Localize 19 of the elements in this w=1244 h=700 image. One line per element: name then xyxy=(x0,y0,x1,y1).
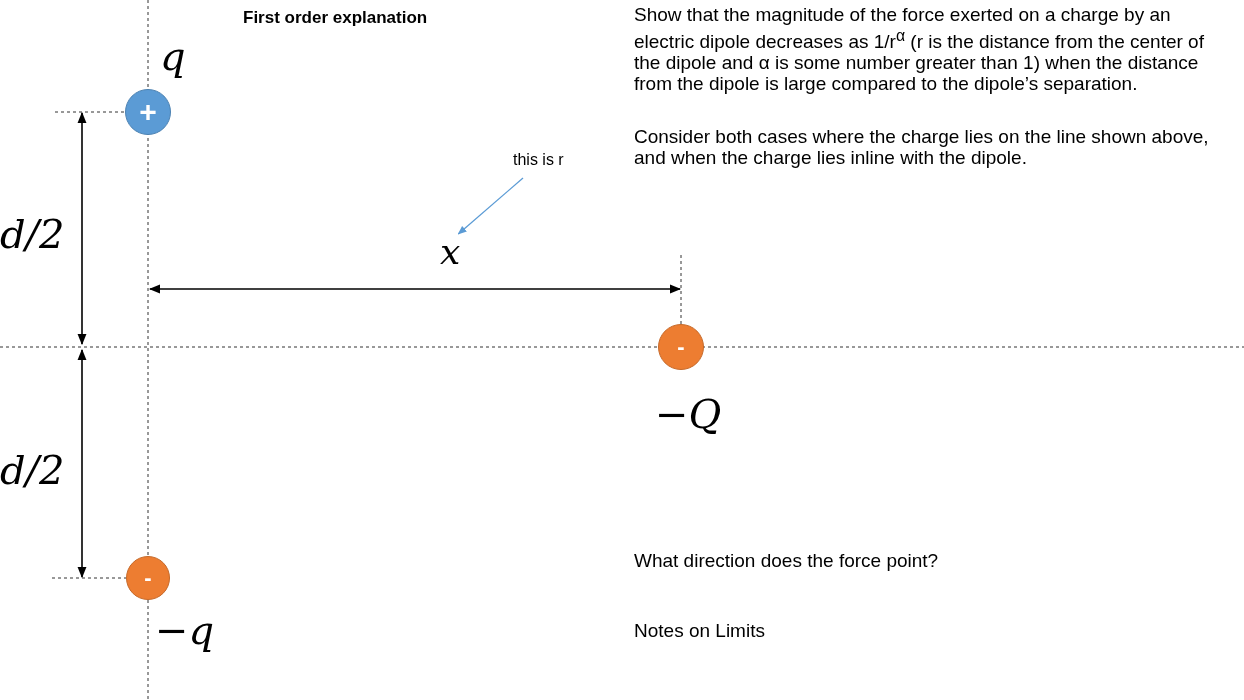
dimension-label: d/2 xyxy=(0,448,65,492)
question-text: Show that the magnitude of the force exerted on a charge by an electric dipole decreases as 1/r$^{α}$ (r is the distance from the center of the dipole and α is some number greater than 1) when the distance from the dipole is large compared to the dipole’s separation. xyxy=(634,4,1205,95)
charge-sign: + xyxy=(139,97,157,127)
title: First order explanation xyxy=(243,8,428,28)
note-text: Notes on Limits xyxy=(634,620,765,641)
leader-line xyxy=(457,177,524,235)
charge-label: −q xyxy=(155,608,215,652)
charge-circle xyxy=(658,324,704,370)
charge-circle xyxy=(125,89,171,135)
dimension-label: d/2 xyxy=(0,212,65,256)
charge-label: q xyxy=(160,34,186,78)
charge-sign: - xyxy=(144,567,152,589)
annotation-text: this is r xyxy=(513,150,564,170)
charge-circle xyxy=(126,556,170,600)
question-text: Consider both cases where the charge lies on the line shown above, and when the charge lies inline with the dipole. xyxy=(634,126,1210,168)
variable-label: x xyxy=(440,232,461,272)
charge-label: −Q xyxy=(655,392,722,436)
charge-sign: - xyxy=(677,336,685,358)
question-text: What direction does the force point? xyxy=(634,550,939,571)
